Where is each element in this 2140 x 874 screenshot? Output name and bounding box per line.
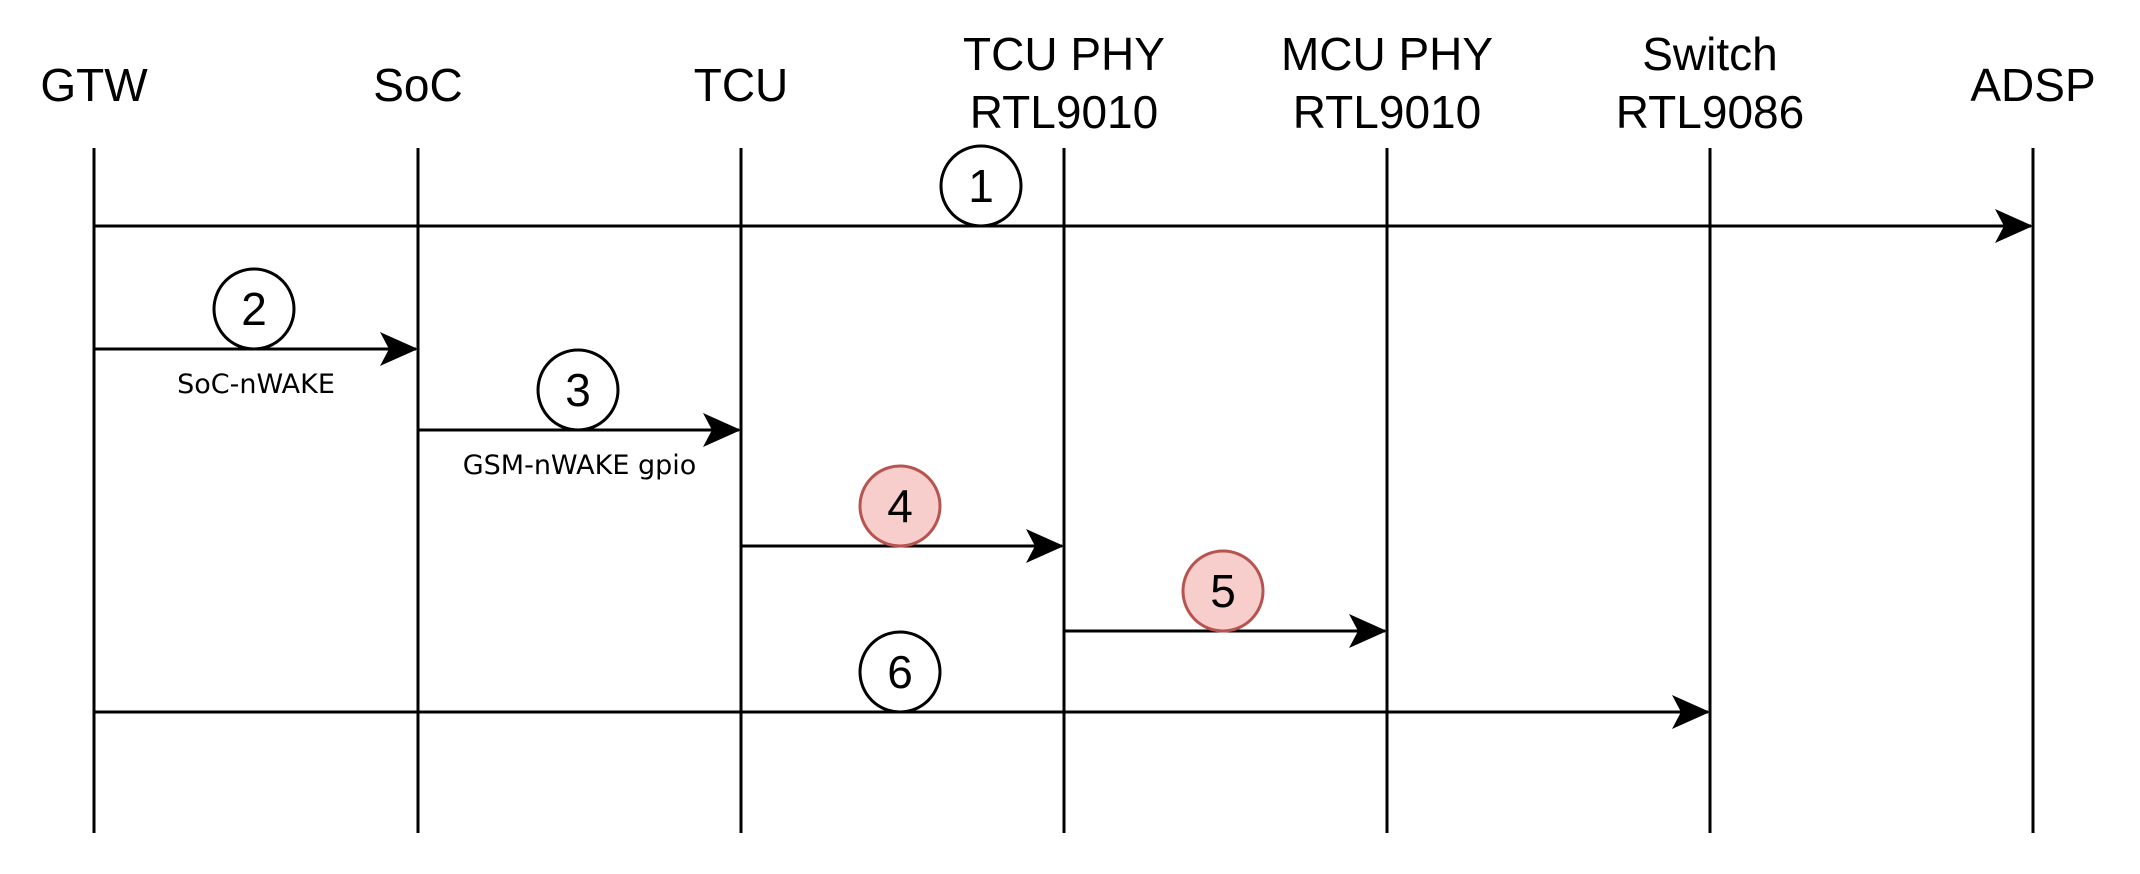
step-circle-5: [1181, 549, 1265, 633]
message-step-5: 5: [1064, 549, 1387, 648]
lifelines: [92, 148, 2035, 833]
step-circle-4: [858, 464, 942, 548]
participant-labels: GTW SoC TCU TCU PHY RTL9010 MCU PHY RTL9010 Swi…: [40, 28, 2095, 138]
message-step-6: 6: [94, 630, 1710, 729]
step-number-4: 4: [887, 480, 913, 532]
participant-label-switch-line1: Switch: [1642, 28, 1777, 80]
step-circle-2: [212, 267, 296, 351]
participant-label-adsp-line1: ADSP: [1970, 59, 2095, 111]
step-number-2: 2: [241, 283, 267, 335]
participant-soc: SoC: [373, 59, 462, 111]
participant-tcu: TCU: [694, 59, 789, 111]
step-circle-3: [536, 348, 620, 432]
participant-tcu-phy: TCU PHY RTL9010: [963, 28, 1165, 138]
step-number-5: 5: [1210, 565, 1236, 617]
message-label-3: GSM-nWAKE gpio: [463, 450, 697, 481]
participant-label-tcu-phy-line1: TCU PHY: [963, 28, 1165, 80]
message-step-4: 4: [741, 464, 1064, 563]
step-number-3: 3: [565, 364, 591, 416]
participant-label-tcu-line1: TCU: [694, 59, 789, 111]
participant-label-soc-line1: SoC: [373, 59, 462, 111]
participant-label-gtw-line1: GTW: [40, 59, 148, 111]
participant-mcu-phy: MCU PHY RTL9010: [1281, 28, 1493, 138]
participant-adsp: ADSP: [1970, 59, 2095, 111]
message-label-2: SoC-nWAKE: [177, 369, 335, 400]
participant-label-mcu-phy-line2: RTL9010: [1293, 86, 1481, 138]
message-step-1: 1: [94, 144, 2033, 243]
step-number-6: 6: [887, 646, 913, 698]
step-circle-1: [939, 144, 1023, 228]
step-circle-6: [858, 630, 942, 714]
participant-label-switch-line2: RTL9086: [1616, 86, 1804, 138]
participant-gtw: GTW: [40, 59, 148, 111]
step-number-1: 1: [968, 160, 994, 212]
participant-label-tcu-phy-line2: RTL9010: [970, 86, 1158, 138]
participant-label-mcu-phy-line1: MCU PHY: [1281, 28, 1493, 80]
